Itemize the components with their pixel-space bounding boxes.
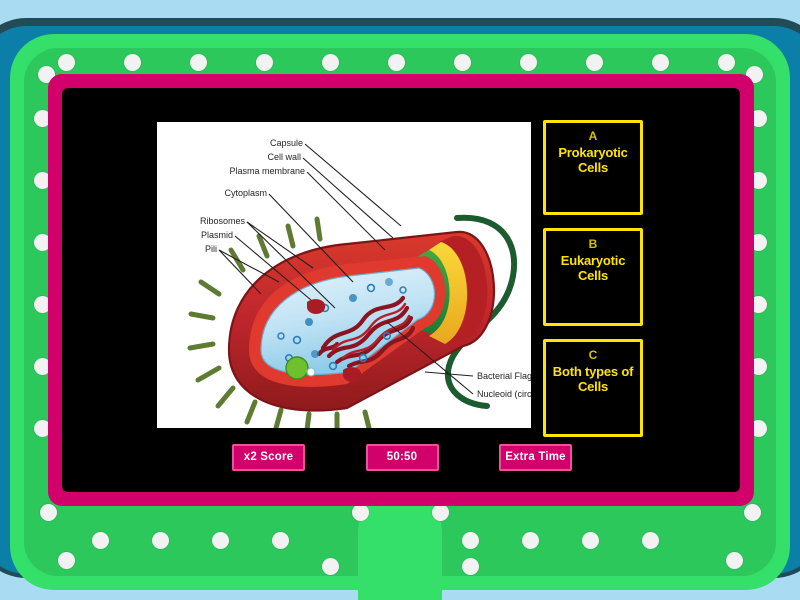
answer-option-b[interactable]: B Eukaryotic Cells xyxy=(543,228,643,326)
marquee-bulb xyxy=(352,504,369,521)
svg-text:Nucleoid (circular DNA): Nucleoid (circular DNA) xyxy=(477,389,531,399)
marquee-bulb xyxy=(586,54,603,71)
marquee-bulb xyxy=(34,296,51,313)
answer-letter: A xyxy=(588,129,598,143)
marquee-bulb xyxy=(92,532,109,549)
answer-option-a[interactable]: A Prokaryotic Cells xyxy=(543,120,643,215)
svg-text:Bacterial Flagellum: Bacterial Flagellum xyxy=(477,371,531,381)
marquee-bulb xyxy=(750,358,767,375)
question-image: Capsule Cell wall Plasma membrane Cytopl… xyxy=(157,122,531,428)
marquee-bulb xyxy=(152,532,169,549)
marquee-bulb xyxy=(750,296,767,313)
marquee-bulb xyxy=(58,552,75,569)
screen: Capsule Cell wall Plasma membrane Cytopl… xyxy=(62,88,740,492)
powerup-double-score-button[interactable]: x2 Score xyxy=(232,444,305,471)
answer-option-c[interactable]: C Both types of Cells xyxy=(543,339,643,437)
marquee-bulb xyxy=(744,504,761,521)
marquee-bulb xyxy=(34,234,51,251)
marquee-bulb xyxy=(522,532,539,549)
marquee-bulb xyxy=(34,420,51,437)
marquee-bulb xyxy=(322,54,339,71)
marquee-bulb xyxy=(652,54,669,71)
marquee-bulb xyxy=(454,54,471,71)
svg-text:Ribosomes: Ribosomes xyxy=(200,216,246,226)
marquee-bulb xyxy=(462,532,479,549)
marquee-bulb xyxy=(582,532,599,549)
svg-text:Cytoplasm: Cytoplasm xyxy=(224,188,267,198)
powerup-extra-time-button[interactable]: Extra Time xyxy=(499,444,572,471)
answer-letter: B xyxy=(588,237,598,251)
svg-text:Cell wall: Cell wall xyxy=(267,152,301,162)
marquee-bulb xyxy=(462,558,479,575)
marquee-bulb xyxy=(750,234,767,251)
marquee-bulb xyxy=(388,54,405,71)
answer-text: Eukaryotic Cells xyxy=(560,253,626,283)
marquee-bulb xyxy=(34,172,51,189)
marquee-frame-notch-green xyxy=(358,490,442,600)
answer-letter: C xyxy=(588,348,598,362)
svg-text:Capsule: Capsule xyxy=(270,138,303,148)
marquee-bulb xyxy=(520,54,537,71)
marquee-bulb xyxy=(40,504,57,521)
svg-text:Plasmid: Plasmid xyxy=(201,230,233,240)
marquee-bulb xyxy=(750,172,767,189)
marquee-bulb xyxy=(58,54,75,71)
marquee-bulb xyxy=(34,110,51,127)
marquee-bulb xyxy=(432,504,449,521)
marquee-bulb xyxy=(726,552,743,569)
svg-text:Pili: Pili xyxy=(205,244,217,254)
marquee-bulb xyxy=(718,54,735,71)
answer-text: Both types of Cells xyxy=(552,364,634,394)
marquee-bulb xyxy=(256,54,273,71)
svg-text:Plasma membrane: Plasma membrane xyxy=(229,166,305,176)
marquee-bulb xyxy=(642,532,659,549)
marquee-bulb xyxy=(750,420,767,437)
marquee-bulb xyxy=(750,110,767,127)
marquee-bulb xyxy=(272,532,289,549)
marquee-bulb xyxy=(212,532,229,549)
powerup-bar: x2 Score 50:50 Extra Time xyxy=(232,444,572,471)
marquee-bulb xyxy=(34,358,51,375)
marquee-bulb xyxy=(190,54,207,71)
marquee-bulb xyxy=(322,558,339,575)
answer-text: Prokaryotic Cells xyxy=(558,145,628,175)
powerup-fifty-fifty-button[interactable]: 50:50 xyxy=(365,444,439,471)
marquee-bulb xyxy=(124,54,141,71)
